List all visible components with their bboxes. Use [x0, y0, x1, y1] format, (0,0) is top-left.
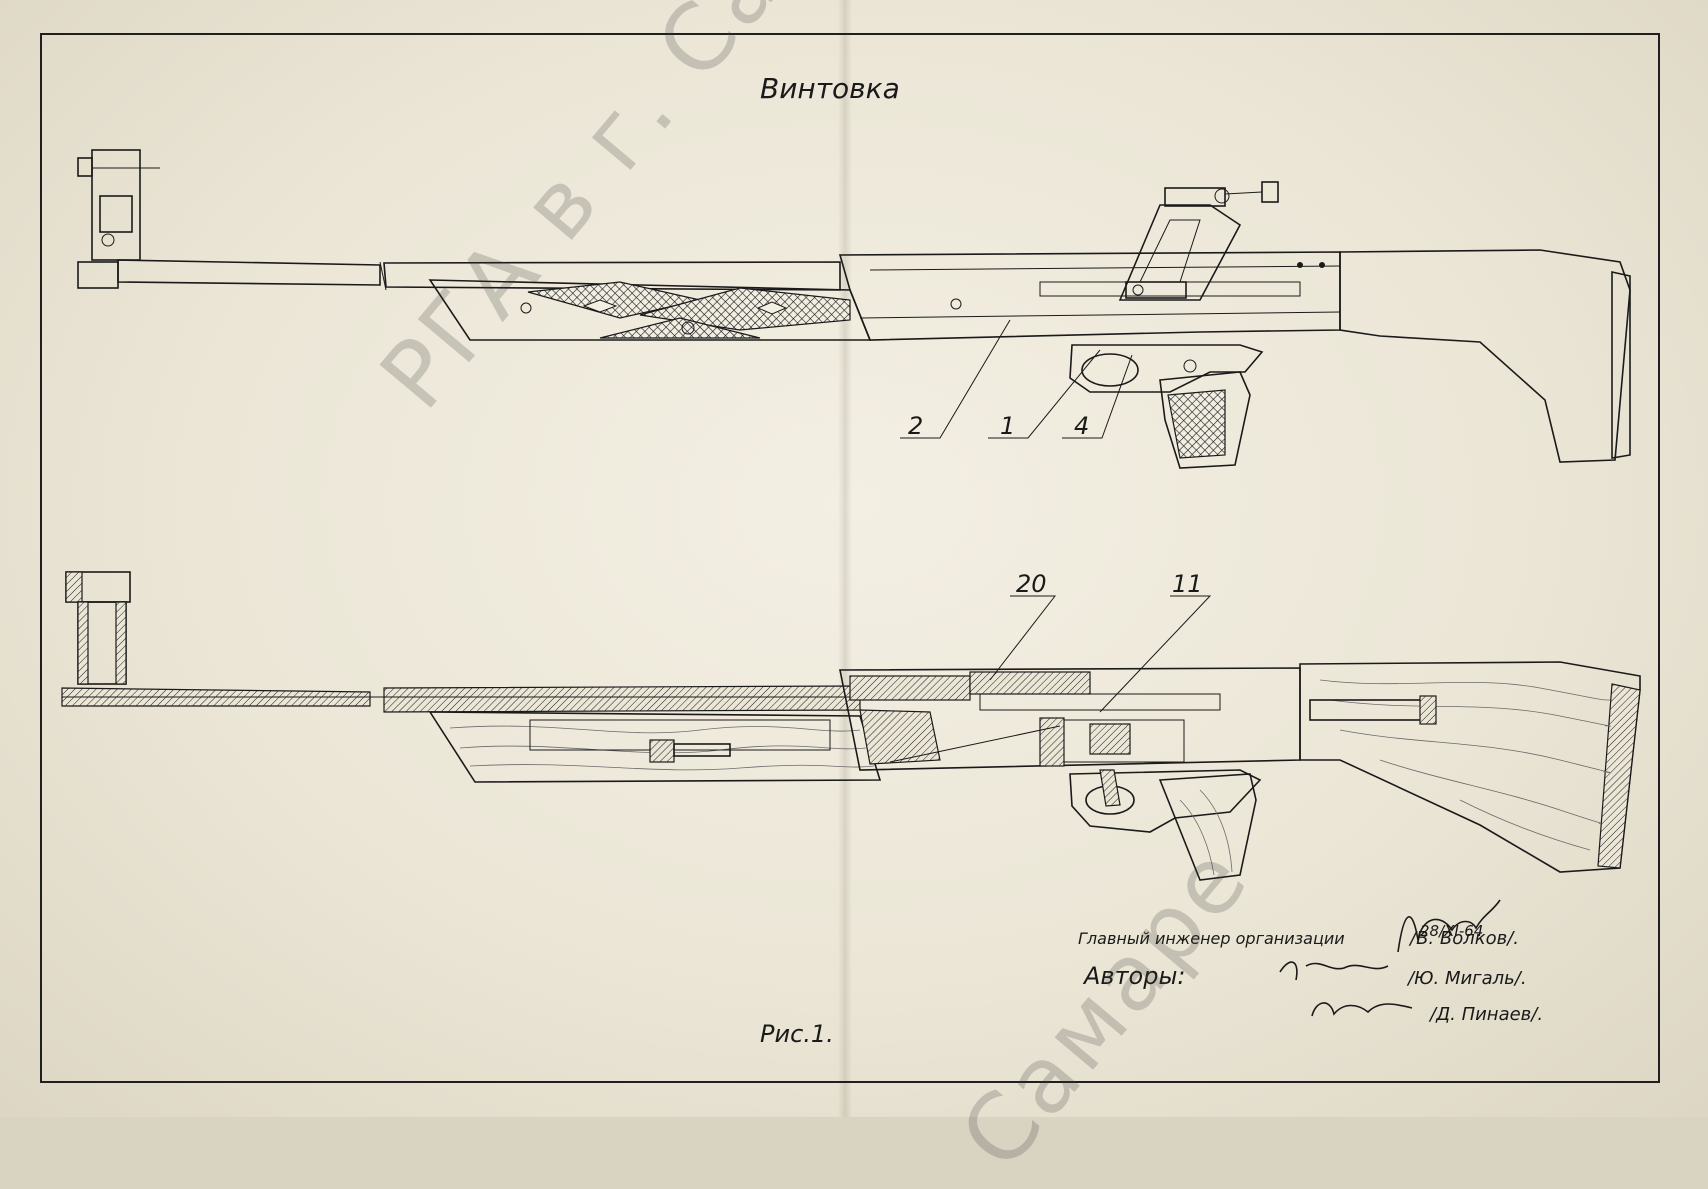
trigger-guard	[1069, 344, 1264, 393]
forend-section	[428, 711, 882, 783]
front-sight-knob	[77, 157, 93, 177]
drawing-frame	[40, 33, 1660, 1083]
buttstock-section	[1299, 661, 1641, 873]
author1-name: /Ю. Мигаль/.	[1406, 968, 1527, 989]
rear-sight-mount	[1118, 204, 1242, 301]
callout-20: 20	[1016, 570, 1047, 598]
chief-signature	[1397, 899, 1501, 953]
buttplate-section	[1597, 683, 1641, 869]
buttstock	[1339, 249, 1631, 463]
rifle-side-view: 2 1 4	[77, 149, 1631, 469]
author2-name: /Д. Пинаев/.	[1428, 1004, 1543, 1025]
callout-1: 1	[1000, 412, 1015, 440]
rifle-section-view: 20 11	[61, 570, 1641, 881]
callout-4: 4	[1074, 412, 1089, 440]
author2-signature	[1311, 1002, 1413, 1017]
author1-signature	[1279, 961, 1389, 981]
pistol-grip-section	[1158, 773, 1257, 881]
muzzle-block	[77, 261, 119, 289]
callout-11: 11	[1172, 570, 1203, 598]
chief-role: Главный инженер организации	[1078, 929, 1345, 948]
approval-date: 28/XI-64	[1420, 922, 1483, 940]
forend-checkering-2	[639, 287, 851, 331]
buttplate	[1611, 271, 1631, 459]
forend-checkering-3	[599, 317, 761, 339]
front-sight-post	[91, 149, 141, 261]
callout-2: 2	[908, 412, 923, 440]
rifle-drawing: Винтовка	[61, 72, 1641, 1048]
chief-name: /В. Волков/.	[1408, 928, 1519, 949]
rear-sight-knob	[1261, 181, 1279, 203]
authors-label: Авторы:	[1082, 962, 1186, 990]
signature-block: 28/XI-64 Главный инженер организации /В.…	[1078, 899, 1543, 1025]
paper-fold	[838, 0, 852, 1117]
drawing-title: Винтовка	[760, 72, 900, 105]
barrel-front	[117, 259, 381, 286]
barrel-section-rear	[383, 685, 861, 713]
figure-caption: Рис.1.	[760, 1020, 834, 1048]
pistol-grip	[1159, 371, 1251, 469]
grip-checkering	[1167, 389, 1226, 459]
